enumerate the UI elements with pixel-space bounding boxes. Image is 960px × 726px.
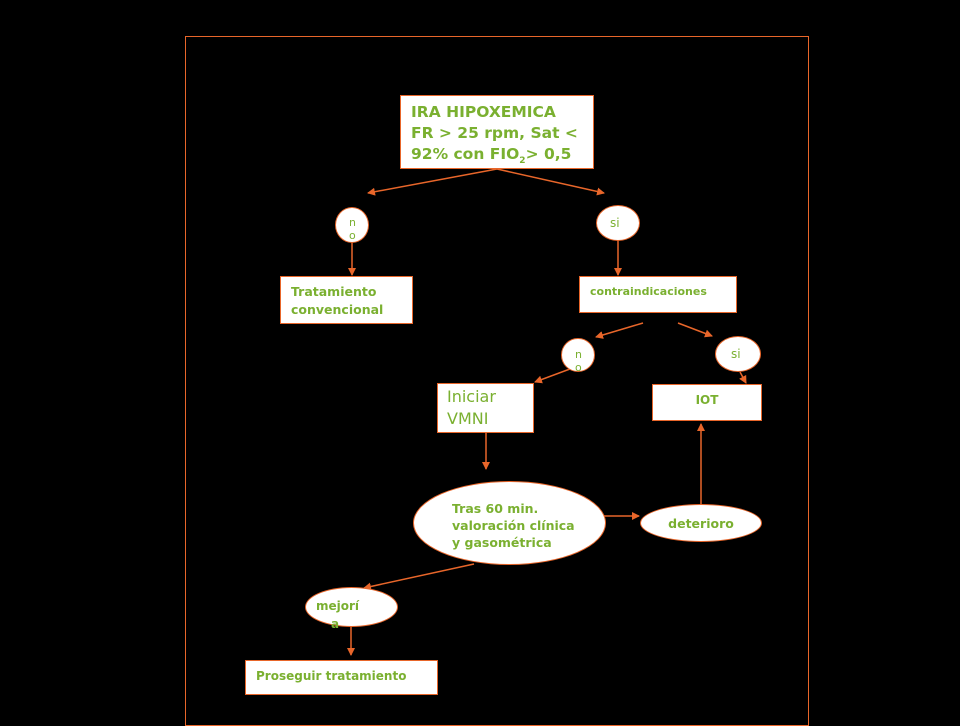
node-iot: IOT	[652, 384, 762, 421]
tras-line3: y gasométrica	[452, 535, 552, 550]
root-line2: FR > 25 rpm, Sat <	[411, 124, 578, 142]
node-no-2: no	[561, 338, 595, 374]
arrow-si-to-iot	[739, 371, 747, 384]
tratamiento-line1: Tratamiento	[291, 284, 377, 299]
mejoria-line1: mejorí	[316, 599, 360, 613]
arrow-contra-to-no	[595, 322, 644, 339]
root-line3: 92% con FIO2> 0,5	[411, 145, 572, 167]
iot-label: IOT	[695, 393, 719, 407]
proseguir-label: Proseguir tratamiento	[256, 669, 407, 683]
arrow-tras-to-mejoria	[363, 563, 475, 591]
contra-label: contraindicaciones	[590, 285, 707, 298]
no2-label: no	[575, 348, 582, 374]
root-line1: IRA HIPOXEMICA	[411, 103, 556, 121]
tratamiento-line2: convencional	[291, 302, 384, 317]
arrow-root-to-no	[367, 168, 498, 196]
node-si-1: si	[596, 205, 640, 241]
si2-label: si	[731, 347, 741, 361]
node-mejoria: mejorí a	[305, 587, 398, 631]
arrow-contra-to-si	[677, 322, 713, 338]
vmni-line2: VMNI	[447, 409, 489, 428]
node-iniciar-vmni: Iniciar VMNI	[437, 383, 534, 433]
node-tratamiento-convencional: Tratamiento convencional	[280, 276, 413, 324]
node-no-1: no	[335, 207, 369, 243]
no1-label: no	[349, 216, 356, 242]
si1-label: si	[610, 216, 620, 230]
node-deterioro: deterioro	[640, 504, 762, 542]
vmni-line1: Iniciar	[447, 387, 496, 406]
node-proseguir-tratamiento: Proseguir tratamiento	[245, 660, 438, 695]
deterioro-label: deterioro	[668, 516, 734, 531]
node-ira-hipoxemica: IRA HIPOXEMICA FR > 25 rpm, Sat < 92% co…	[400, 95, 594, 169]
node-contraindicaciones: contraindicaciones	[579, 276, 737, 313]
tras-line2: valoración clínica	[452, 518, 575, 533]
node-si-2: si	[715, 336, 761, 372]
node-tras-60-min: Tras 60 min. valoración clínica y gasomé…	[413, 481, 606, 565]
tras-line1: Tras 60 min.	[452, 501, 539, 516]
arrow-root-to-si	[496, 168, 605, 196]
mejoria-line2: a	[331, 617, 340, 631]
